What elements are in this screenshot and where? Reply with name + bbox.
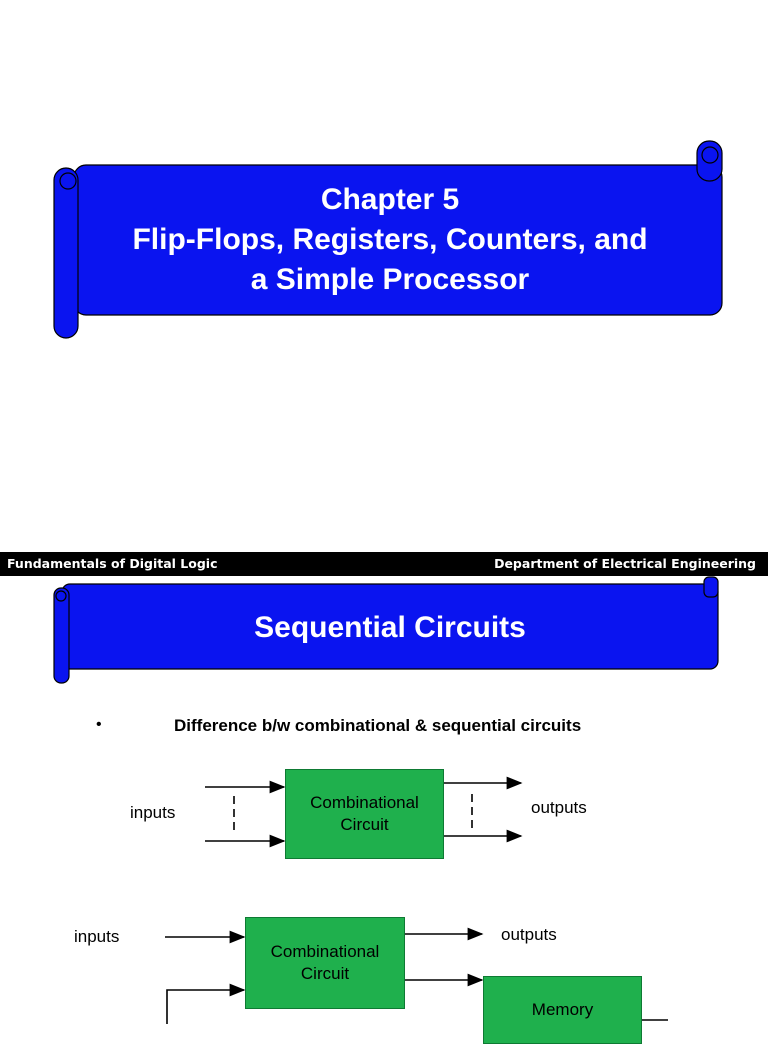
inputs-label: inputs [130,803,176,822]
box-label-line: Combinational [310,793,419,812]
combinational-circuit-box: Combinational Circuit [245,917,405,1009]
outputs-label: outputs [531,798,587,817]
box-label-line: Circuit [300,964,350,983]
chapter-title: Chapter 5 Flip-Flops, Registers, Counter… [80,180,700,300]
outputs-label: outputs [501,925,557,944]
bullet-text: Difference b/w combinational & sequentia… [174,716,582,735]
memory-label: Memory [531,1000,594,1019]
box-label-line: Combinational [270,942,380,961]
feedback-arrow [166,983,246,1024]
memory-box: Memory [483,976,642,1044]
section-scroll-banner [53,576,719,684]
chapter-title-line: Flip-Flops, Registers, Counters, and [132,223,648,256]
inputs-label: inputs [74,927,120,946]
chapter-title-line: a Simple Processor [250,263,530,296]
combinational-circuit-box: Combinational Circuit [285,769,444,859]
chapter-title-line: Chapter 5 [320,183,460,216]
section-title: Sequential Circuits [254,611,526,644]
course-name: Fundamentals of Digital Logic [7,556,218,571]
chapter-scroll-banner [53,140,723,339]
slide-footer-band: Fundamentals of Digital Logic Department… [0,552,768,576]
bullet-marker: • [96,716,102,733]
box-label-line: Circuit [340,815,389,834]
department-name: Department of Electrical Engineering [494,556,756,571]
